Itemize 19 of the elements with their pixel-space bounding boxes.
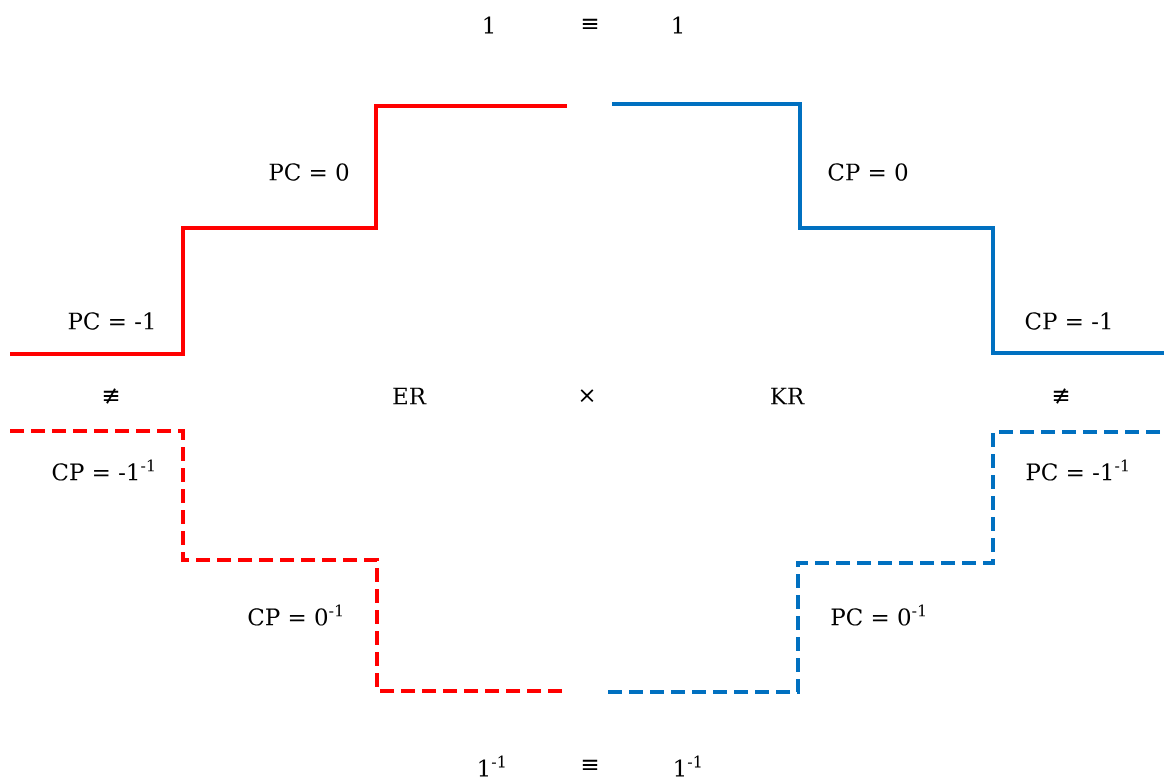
label: 1$^{-1}$ <box>479 755 505 777</box>
label: 1 <box>673 16 683 34</box>
label: CP = 0 <box>828 163 908 181</box>
label: CP = -1 <box>1025 312 1111 330</box>
label: KR <box>771 387 805 405</box>
label: PC = -1 <box>68 312 154 330</box>
label: PC = 0$^{-1}$ <box>831 604 925 626</box>
label: 1 <box>484 16 494 34</box>
label: ≡ <box>582 759 598 771</box>
label: CP = 0$^{-1}$ <box>248 604 342 626</box>
label: ≡ <box>582 18 598 30</box>
label: ≢ <box>103 388 119 404</box>
label: PC = -1$^{-1}$ <box>1026 459 1128 481</box>
label: ≢ <box>1053 388 1069 404</box>
label: CP = -1$^{-1}$ <box>52 459 154 481</box>
label: ER <box>393 387 427 405</box>
label: × <box>580 389 594 403</box>
label: PC = 0 <box>269 163 349 181</box>
label: 1$^{-1}$ <box>675 755 701 777</box>
